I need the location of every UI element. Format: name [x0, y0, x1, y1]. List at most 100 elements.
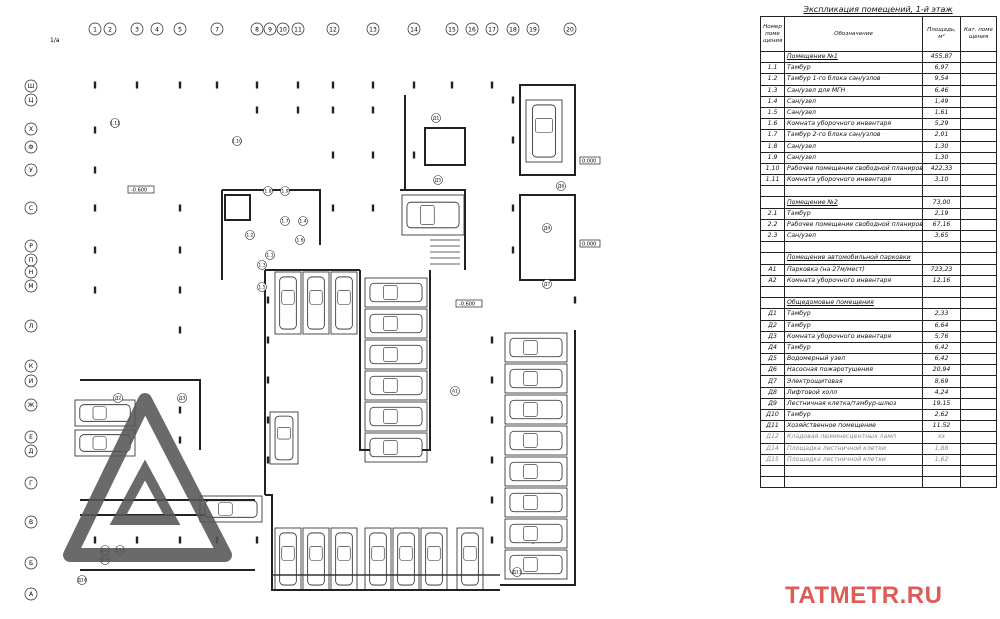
room-tag-label: 1.10 [232, 139, 242, 145]
row-axis-marker [24, 359, 38, 373]
legend-table: Номер поме щения Обозначение Площадь, м²… [760, 16, 997, 489]
legend-cell-cat [960, 308, 997, 321]
legend-cell-cat [960, 50, 997, 64]
legend-cell-area: 12,16 [922, 274, 961, 287]
pillar [135, 81, 139, 89]
legend-cell-num: Д10 [760, 408, 785, 422]
legend-cell-num: Д1 [760, 308, 785, 321]
pillar [93, 81, 97, 89]
pillar [255, 536, 259, 544]
room-tag-label: Д3 [179, 396, 186, 402]
legend-row [760, 464, 997, 478]
pillar [178, 536, 182, 544]
car-windshield-icon [383, 347, 398, 362]
legend-cell-num: 1.7 [760, 129, 785, 142]
legend-cell-cat [960, 218, 997, 232]
column-axis-label: 5 [178, 27, 182, 34]
legend-cell-num: 1.8 [760, 140, 785, 153]
row-axis-label: Ж [28, 402, 35, 409]
legend-cell-num [760, 185, 785, 198]
legend-cell-area [922, 476, 961, 489]
row-axis-label: Л [29, 323, 34, 330]
room-tag-label: 1.3 [258, 263, 265, 269]
legend-cell-area: 20,94 [922, 364, 961, 377]
legend-row: Общедомовые помещения [760, 297, 997, 310]
row-axis-marker [24, 279, 38, 293]
parking-bay-outline [364, 432, 428, 463]
car-icon [509, 399, 563, 420]
car-windshield-icon [371, 546, 385, 561]
legend-cell-num: 2.2 [760, 218, 785, 232]
room-tag-label: Д1 [433, 116, 440, 122]
parking-bay [274, 271, 302, 335]
car-icon [369, 313, 423, 334]
legend-cell-area: 1,30 [922, 151, 961, 164]
level-mark: -0.600 [131, 188, 147, 194]
pillar [178, 204, 182, 212]
room-tag-marker [542, 279, 552, 289]
legend-cell-num: 1.11 [760, 174, 785, 187]
legend-cell-area [922, 241, 961, 254]
parking-bay-outline [274, 527, 302, 591]
parking-bay [302, 527, 330, 591]
legend-cell-name: Сан/узел [784, 95, 923, 108]
legend-cell-name: Тамбур [784, 308, 923, 321]
row-axis-marker [24, 319, 38, 333]
row-axis-marker [24, 430, 38, 444]
parking-bay-outline [364, 370, 428, 401]
column-axis-label: 12 [329, 27, 337, 34]
row-axis-label: Д [29, 448, 34, 455]
room-tag-marker [257, 282, 267, 292]
legend-cell-name: Парковка (на 27м/мест) [784, 263, 923, 276]
legend-cell-area: xx [922, 431, 961, 444]
car-icon [204, 500, 258, 518]
car-windshield-icon [309, 290, 323, 305]
parking-bay [525, 99, 563, 163]
legend-cell-area: 9,54 [922, 73, 961, 86]
row-axis-label: А [29, 591, 34, 598]
car-icon [509, 461, 563, 482]
column-axis-label: 18 [509, 27, 517, 34]
legend-cell-cat [960, 442, 997, 455]
room-tag-label: 1.8 [264, 189, 271, 195]
legend-cell-cat [960, 129, 997, 142]
parking-bay [401, 194, 465, 236]
room-tag-marker [257, 260, 267, 270]
room-tag-label: 1.9 [281, 189, 288, 195]
legend-cell-num: Д15 [760, 453, 785, 466]
legend-cell-area: 723,23 [922, 263, 961, 276]
legend-cell-cat [960, 431, 997, 444]
legend-cell-name: Тамбур [784, 207, 923, 220]
legend-cell-cat [960, 353, 997, 366]
row-axis-marker [24, 79, 38, 93]
pillar [371, 81, 375, 89]
car-icon [279, 276, 297, 330]
legend-cell-name [784, 285, 923, 299]
pillar [450, 81, 454, 89]
parking-bay [364, 308, 428, 339]
pillar [266, 376, 270, 384]
legend-cell-area: 6,42 [922, 341, 961, 355]
legend-cell-area: 3,65 [922, 229, 961, 243]
legend-cell-num [760, 297, 785, 310]
legend-cell-cat [960, 420, 997, 433]
pillar [490, 336, 494, 344]
legend-cell-cat [960, 330, 997, 343]
parking-bay [392, 527, 420, 591]
car-icon [509, 430, 563, 451]
parking-bay-outline [504, 363, 568, 394]
row-axis-marker [24, 374, 38, 388]
row-axis-marker [24, 556, 38, 570]
legend-cell-num: 1.3 [760, 84, 785, 97]
